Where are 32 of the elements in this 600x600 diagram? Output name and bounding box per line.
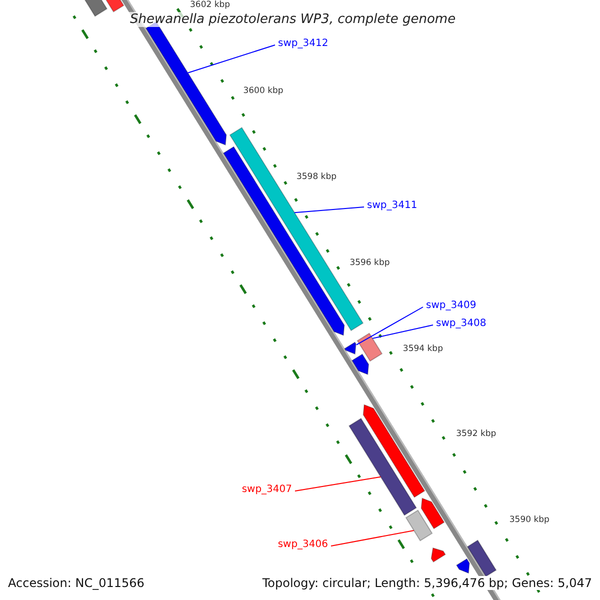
leader-line bbox=[294, 206, 364, 214]
scale-label: 3598 kbp bbox=[296, 172, 337, 182]
scale-label: 3602 kbp bbox=[190, 0, 230, 10]
gene-block bbox=[356, 332, 383, 362]
gene-label: swp_3411 bbox=[367, 200, 418, 212]
gene-block bbox=[222, 146, 345, 336]
leader-line bbox=[294, 476, 382, 492]
leader-line bbox=[330, 530, 414, 546]
gene-label: swp_3412 bbox=[278, 38, 328, 50]
gene-label: swp_3407 bbox=[242, 484, 292, 496]
gene-block bbox=[420, 498, 445, 530]
gene-block bbox=[405, 510, 433, 542]
scale-label: 3592 kbp bbox=[456, 429, 496, 440]
leader-line bbox=[372, 324, 434, 339]
gene-label: swp_3408 bbox=[436, 318, 486, 330]
gene-block bbox=[466, 540, 497, 578]
title: Shewanella piezotolerans WP3, complete genome bbox=[128, 12, 458, 27]
leader-line bbox=[356, 306, 424, 346]
gene-label: swp_3409 bbox=[426, 300, 476, 312]
gene-block bbox=[430, 547, 446, 563]
leader-line bbox=[187, 44, 276, 74]
scale-label: 3594 kbp bbox=[402, 344, 443, 354]
gene-block bbox=[456, 558, 470, 574]
accession-text: Accession: NC_011566 bbox=[8, 576, 144, 590]
gene-label: swp_3406 bbox=[278, 539, 328, 551]
scale-label: 3600 kbp bbox=[243, 86, 284, 96]
gene-block bbox=[351, 354, 370, 376]
scale-label: 3590 kbp bbox=[509, 515, 550, 526]
genome-info-text: Topology: circular; Length: 5,396,476 bp; Genes: 5,047 bbox=[262, 576, 592, 590]
gene-block bbox=[348, 418, 417, 516]
scale-label: 3596 kbp bbox=[350, 258, 390, 268]
gene-block bbox=[362, 404, 426, 498]
